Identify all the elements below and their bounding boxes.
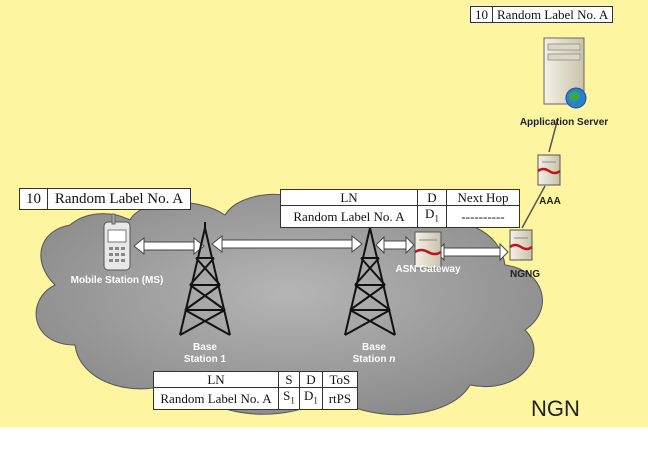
gw-cell-ln: Random Label No. A — [280, 205, 418, 228]
aaa-device — [537, 154, 561, 186]
bs-cell-s: S1 — [278, 387, 300, 410]
link-ngng-aaa — [521, 185, 546, 229]
bs-cell-d: D1 — [299, 387, 323, 410]
top-random-label: 10 Random Label No. A — [470, 6, 614, 23]
base-station-1-tower — [179, 222, 231, 336]
ms-label-text: Random Label No. A — [47, 188, 191, 210]
application-server-device — [543, 37, 587, 109]
base-station-n-label-n: n — [389, 354, 396, 365]
base-station-1-label-line1: Base — [193, 342, 217, 353]
bs-cell-s-letter: S — [283, 388, 291, 403]
bs-header-s: S — [278, 371, 300, 388]
top-label-text: Random Label No. A — [491, 6, 614, 23]
gateway-routing-table: LN D Next Hop Random Label No. A D1 ----… — [280, 189, 520, 228]
ngng-label: NGNG — [510, 269, 540, 280]
bs-header-tos: ToS — [321, 371, 358, 388]
top-label-number: 10 — [470, 6, 493, 23]
ngn-network-label: NGN — [531, 396, 580, 421]
bs-header-d: D — [299, 371, 323, 388]
asn-gateway-label: ASN Gateway — [395, 264, 461, 275]
aaa-label: AAA — [539, 196, 561, 207]
gw-header-ln: LN — [280, 189, 418, 206]
base-station-1-label-line2: Station 1 — [183, 354, 227, 365]
bs-cell-ln: Random Label No. A — [153, 387, 279, 410]
base-station-n-label: Base Station n — [339, 342, 409, 366]
bs-header-ln: LN — [153, 371, 279, 388]
bs-cell-d-sub: 1 — [313, 395, 318, 406]
asn-gateway-device — [414, 231, 442, 269]
gw-cell-d: D1 — [417, 205, 447, 228]
mobile-station-device — [103, 213, 131, 271]
bs-cell-d-letter: D — [304, 388, 314, 403]
link-bsn-asn — [375, 235, 415, 255]
link-aaa-server — [548, 117, 559, 153]
ms-random-label: 10 Random Label No. A — [19, 188, 191, 210]
application-server-label: Application Server — [519, 117, 609, 128]
gw-cell-d-letter: D — [425, 206, 435, 221]
gw-cell-d-sub: 1 — [434, 213, 439, 224]
gw-header-d: D — [417, 189, 447, 206]
bs-table: LN S D ToS Random Label No. A S1 D1 rtPS — [153, 371, 358, 410]
gw-cell-next-hop: ---------- — [446, 205, 520, 228]
bs-cell-tos: rtPS — [321, 387, 358, 410]
ms-label-number: 10 — [19, 188, 48, 210]
bs-cell-s-sub: 1 — [290, 395, 295, 406]
base-station-n-label-word: Station — [352, 354, 387, 365]
wireless-link-ms-bs1 — [133, 236, 205, 256]
mobile-station-label: Mobile Station (MS) — [70, 275, 164, 286]
gw-header-next-hop: Next Hop — [446, 189, 520, 206]
base-station-1-label: Base Station 1 — [175, 342, 235, 366]
base-station-n-label-line1: Base — [362, 342, 386, 353]
ngng-device — [509, 229, 533, 261]
base-station-n-label-line2: Station n — [339, 354, 409, 366]
link-bs1-bsn — [211, 234, 363, 254]
